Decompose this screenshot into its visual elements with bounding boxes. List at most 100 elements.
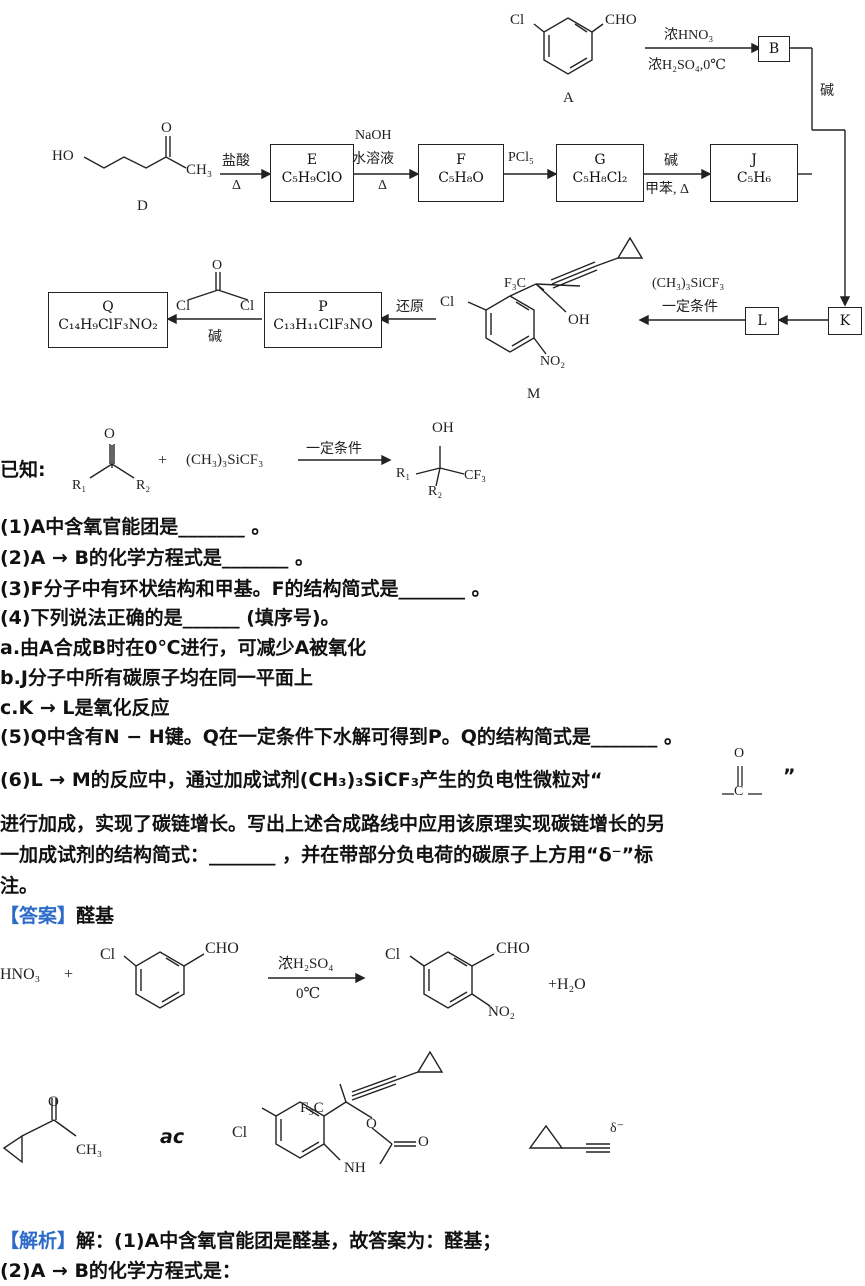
compound-m-oh: OH (568, 312, 590, 328)
base-label-1: 碱 (820, 84, 834, 99)
compound-m-no2: NO₂ (540, 354, 566, 369)
answer-ketone-ch3: CH₃ (76, 1142, 103, 1158)
arrow-de-bottom: Δ (232, 178, 242, 193)
arrow-ef-bottom: Δ (378, 178, 388, 193)
analysis-text1: 解：(1)A中含氧官能团是醛基，故答案为：醛基； (76, 1230, 502, 1252)
answer-cond-top: 浓H₂SO₄ (278, 956, 334, 972)
acyl-cl-right: Cl (240, 298, 255, 314)
compound-g-formula: C₅H₈Cl₂ (572, 170, 628, 186)
answer-a-cl: Cl (100, 946, 116, 963)
arrow-kl-bottom: 一定条件 (662, 300, 718, 315)
compound-j-formula: C₅H₆ (736, 170, 772, 186)
question-5: (5)Q中含有N − H键。Q在一定条件下水解可得到P。Q的结构简式是_____… (0, 726, 684, 748)
compound-m-ring (485, 295, 535, 353)
answer-cond-bottom: 0℃ (296, 986, 321, 1002)
answer-4: ac (160, 1126, 185, 1148)
question-1: (1)A中含氧官能团是_______ 。 (0, 516, 271, 538)
question-6-line3: 一加成试剂的结构简式：_______ ，并在带部分负电荷的碳原子上方用“δ⁻”标 (0, 844, 654, 866)
compound-d-chain (83, 156, 187, 169)
arrow-pq-bottom: 碱 (208, 330, 222, 345)
analysis-line2: (2)A → B的化学方程式是： (0, 1260, 241, 1282)
option-b: b.J分子中所有碳原子均在同一平面上 (0, 667, 313, 689)
compound-d-o: O (161, 120, 172, 136)
compound-g-box: G C₅H₈Cl₂ (556, 144, 644, 202)
compound-e-formula: C₅H₉ClO (281, 170, 343, 186)
carbonyl-c: C (734, 784, 744, 799)
acyl-cl-left: Cl (176, 298, 191, 314)
compound-e-box: E C₅H₉ClO (270, 144, 354, 202)
carbonyl-o: O (734, 746, 745, 761)
answer-equation-graphics (2, 951, 610, 1165)
option-a: a.由A合成B时在0℃进行，可减少A被氧化 (0, 637, 367, 659)
compound-a-cho: CHO (605, 12, 637, 28)
known-condition: 一定条件 (306, 442, 362, 457)
known-pr1: R₁ (396, 466, 411, 481)
reaction-scheme-graphics (83, 17, 851, 468)
arrow-ab-top: 浓HNO₃ (664, 28, 714, 43)
compound-a-label: A (563, 90, 574, 106)
answer-line: 【答案】醛基 (0, 901, 114, 928)
compound-m-cl: Cl (440, 294, 455, 310)
compound-f-name: F (456, 152, 466, 168)
compound-m-label: M (527, 386, 541, 402)
compound-f-formula: C₅H₈O (438, 170, 484, 186)
compound-a-ring (543, 17, 593, 75)
compound-q-formula: C₁₄H₉ClF₃NO₂ (58, 317, 158, 333)
carbonyl-fragment (722, 766, 762, 795)
compound-a-cl: Cl (510, 12, 525, 28)
known-pr2: R₂ (428, 484, 443, 499)
known-oh: OH (432, 420, 454, 436)
answer-hno3: HNO₃ (0, 966, 41, 983)
compound-d-label: D (137, 198, 148, 214)
question-2: (2)A → B的化学方程式是_______ 。 (0, 547, 315, 569)
answer-a-cho: CHO (205, 940, 239, 957)
known-cf3: CF₃ (464, 468, 487, 483)
compound-j-box: J C₅H₆ (710, 144, 798, 202)
answer-plus-water: +H₂O (548, 976, 586, 993)
answer-q-carbonyl-o: O (418, 1134, 429, 1150)
answer-ketone-o: O (48, 1094, 59, 1110)
compound-l-box: L (745, 307, 779, 335)
question-6-close-quote: ” (783, 765, 796, 787)
arrow-ef-top2: 水溶液 (352, 152, 394, 167)
known-reagent: (CH₃)₃SiCF₃ (186, 452, 264, 468)
answer-tag: 【答案】 (0, 905, 77, 927)
answer-b-cho: CHO (496, 940, 530, 957)
question-4: (4)下列说法正确的是______ (填序号)。 (0, 607, 340, 629)
compound-p-name: P (318, 299, 328, 315)
arrow-gj-bottom: 甲苯, Δ (645, 182, 690, 197)
compound-e-name: E (306, 152, 318, 168)
compound-j-name: J (751, 152, 757, 168)
answer-1: 醛基 (76, 905, 115, 927)
compound-d-ch3: CH₃ (186, 162, 213, 178)
known-o: O (104, 426, 115, 442)
arrow-kl-top: (CH₃)₃SiCF₃ (652, 276, 725, 291)
known-plus: + (158, 452, 168, 469)
question-6-line4: 注。 (0, 875, 39, 897)
compound-b-box: B (758, 36, 790, 62)
compound-k-box: K (828, 307, 862, 335)
arrow-ab-bottom: 浓H₂SO₄,0℃ (648, 58, 726, 73)
question-6-line2: 进行加成，实现了碳链增长。写出上述合成路线中应用该原理实现碳链增长的另 (0, 813, 666, 835)
answer-b-no2: NO₂ (488, 1004, 515, 1020)
analysis-line1: 【解析】解：(1)A中含氧官能团是醛基，故答案为：醛基； (0, 1226, 501, 1253)
arrow-fg-top: PCl₅ (508, 150, 534, 165)
known-reaction-graphics (89, 444, 465, 487)
compound-q-name: Q (102, 299, 114, 315)
known-r2: R₂ (136, 478, 151, 493)
compound-p-formula: C₁₃H₁₁ClF₃NO (273, 317, 373, 333)
answer-delta: δ⁻ (610, 1121, 624, 1136)
answer-b-cl: Cl (385, 946, 401, 963)
compound-m-f3c: F₃C (504, 276, 527, 291)
arrow-gj-top: 碱 (664, 154, 678, 169)
compound-p-box: P C₁₃H₁₁ClF₃NO (264, 292, 382, 348)
known-label: 已知: (0, 459, 46, 481)
compound-f-box: F C₅H₈O (418, 144, 504, 202)
question-3: (3)F分子中有环状结构和甲基。F的结构简式是_______ 。 (0, 578, 491, 600)
question-6: (6)L → M的反应中，通过加成试剂(CH₃)₃SiCF₃产生的负电性微粒对“ (0, 769, 603, 791)
analysis-tag: 【解析】 (0, 1230, 77, 1252)
answer-q-f3c: F₃C (300, 1100, 324, 1116)
answer-plus1: + (64, 966, 74, 983)
acyl-o: O (212, 258, 223, 273)
arrow-mp-top: 还原 (396, 300, 424, 315)
